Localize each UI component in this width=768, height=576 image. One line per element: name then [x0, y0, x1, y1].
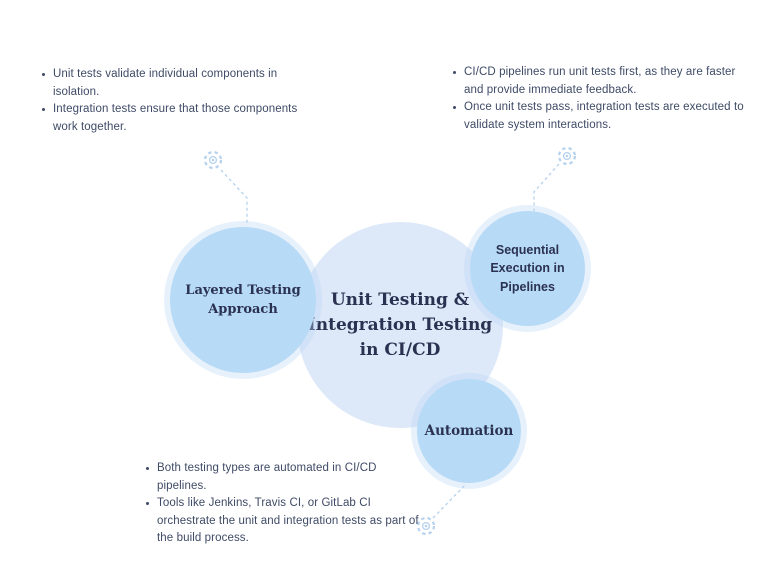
note-item: Integration tests ensure that those comp…: [40, 101, 302, 136]
layered-testing-line: Layered Testing: [185, 283, 301, 298]
gear-icon: [557, 146, 577, 166]
main-topic-title: Unit Testing & Integration Testing in CI…: [308, 288, 492, 363]
layered-testing-label: Layered Testing Approach: [185, 281, 300, 319]
sequential-execution-line: Sequential: [495, 242, 560, 257]
note-item: CI/CD pipelines run unit tests first, as…: [451, 64, 753, 99]
connector-line-bottom: [432, 483, 467, 519]
automation-label: Automation: [424, 422, 514, 439]
connector-line-left: [220, 169, 248, 226]
bubble-layered-testing: Layered Testing Approach: [170, 227, 316, 373]
main-topic-line: Integration Testing: [307, 314, 493, 335]
bubble-automation: Automation: [417, 379, 521, 483]
sequential-execution-line: Execution in: [490, 261, 565, 276]
note-automation: Both testing types are automated in CI/C…: [144, 460, 422, 548]
bubble-main-topic: Unit Testing & Integration Testing in CI…: [297, 222, 503, 428]
note-sequential-execution: CI/CD pipelines run unit tests first, as…: [451, 64, 753, 134]
sequential-execution-line: Pipelines: [500, 279, 555, 294]
gear-icon: [203, 150, 223, 170]
note-item: Unit tests validate individual component…: [40, 66, 302, 101]
note-item: Once unit tests pass, integration tests …: [451, 99, 753, 134]
connector-line-right: [533, 163, 560, 211]
note-item: Both testing types are automated in CI/C…: [144, 460, 422, 495]
main-topic-line: Unit Testing &: [330, 289, 470, 310]
bubble-sequential-execution: Sequential Execution in Pipelines: [470, 211, 585, 326]
layered-testing-line: Approach: [208, 302, 278, 317]
note-item: Tools like Jenkins, Travis CI, or GitLab…: [144, 495, 422, 548]
sequential-execution-label: Sequential Execution in Pipelines: [490, 241, 564, 297]
note-unit-vs-integration: Unit tests validate individual component…: [40, 66, 302, 136]
main-topic-line: in CI/CD: [359, 339, 441, 360]
